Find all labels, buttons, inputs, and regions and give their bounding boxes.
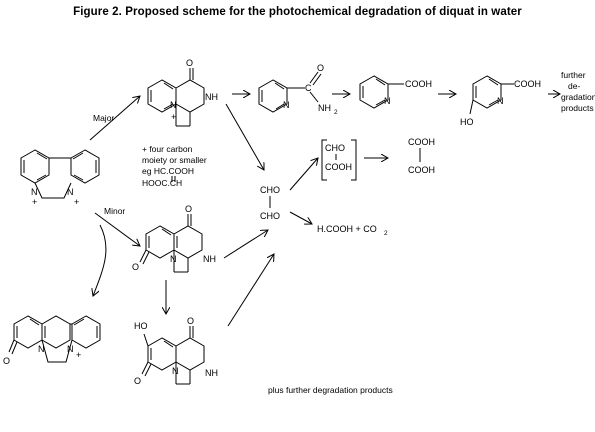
major-arrow xyxy=(89,96,140,141)
four-carbon-line-4: HOOC.CH xyxy=(142,178,182,188)
diquat-n1-label: N xyxy=(31,187,38,197)
oxalic-cooh-2: COOH xyxy=(408,165,435,175)
hydroxy-minor-ho-label: HO xyxy=(134,321,148,331)
diquat-charge-2: + xyxy=(74,197,79,207)
minor-side-arrow xyxy=(93,224,107,296)
four-carbon-line-1: + four carbon xyxy=(142,144,193,154)
minor-label: Minor xyxy=(104,206,125,216)
hydroxy-picolinic-n-label: N xyxy=(497,96,504,106)
glyoxylic-cooh: COOH xyxy=(325,162,352,172)
minor-o2-label: O xyxy=(132,262,139,272)
arrow-hydroxy-to-glyoxal xyxy=(227,254,274,327)
glyoxylic-cho: CHO xyxy=(325,143,345,153)
major-nh-label: NH xyxy=(205,92,218,102)
glyoxal-cho-1: CHO xyxy=(260,185,280,195)
hydroxy-picolinic-cooh-label: COOH xyxy=(514,79,541,89)
hydroxy-minor-nh-label: NH xyxy=(205,368,218,378)
hydroxy-minor-product-structure: HO O O NH N xyxy=(134,316,218,386)
oxalic-acid-structure: COOH COOH xyxy=(408,137,435,175)
glyoxylic-acid-structure: CHO COOH xyxy=(321,139,357,181)
four-carbon-line-2: moiety or smaller xyxy=(142,155,207,165)
minor-product-structure: O O NH N xyxy=(132,204,216,273)
major-charge: + xyxy=(171,112,176,122)
picolinamide-structure: C O NH 2 N xyxy=(258,63,338,116)
dione-charge: + xyxy=(76,350,81,360)
diquat-charge-1: + xyxy=(32,197,37,207)
dione-o-label: O xyxy=(3,356,10,366)
major-product-structure: O NH N + xyxy=(147,58,218,127)
amide-o-label: O xyxy=(317,63,324,73)
amide-nh2-sub: 2 xyxy=(334,109,338,116)
further-line-4: products xyxy=(561,103,594,113)
hydroxy-minor-n-label: N xyxy=(172,366,179,376)
picolinic-n-label: N xyxy=(384,96,391,106)
minor-arrow xyxy=(94,212,140,246)
hydroxy-minor-o1-label: O xyxy=(187,316,194,326)
minor-n-label: N xyxy=(170,254,177,264)
dione-n2-label: N xyxy=(67,344,74,354)
further-line-3: gradation xyxy=(561,92,595,102)
dione-n1-label: N xyxy=(38,344,45,354)
picolinic-acid-structure: COOH N xyxy=(359,75,432,109)
amide-c-label: C xyxy=(305,83,312,93)
diquat-structure: N + N + xyxy=(20,149,100,207)
arrow-minor-to-glyoxal xyxy=(223,230,268,259)
diquat-n2-label: N xyxy=(67,187,74,197)
oxalic-cooh-1: COOH xyxy=(408,137,435,147)
plus-further-label: plus further degradation products xyxy=(268,385,393,395)
arrow-to-glyoxylic xyxy=(289,158,318,191)
figure-title: Figure 2. Proposed scheme for the photoc… xyxy=(73,6,522,18)
amide-n-label: N xyxy=(283,100,290,110)
four-carbon-line-3: eg HC.COOH xyxy=(142,166,194,176)
further-line-1: further xyxy=(561,70,586,80)
formic-co2-sub: 2 xyxy=(384,230,388,237)
minor-nh-label: NH xyxy=(203,254,216,264)
further-line-2: de- xyxy=(568,81,580,91)
major-n-label: N xyxy=(170,100,177,110)
hydroxy-picolinic-ho-label: HO xyxy=(460,117,474,127)
minor-o1-label: O xyxy=(185,204,192,214)
arrow-major-to-glyoxal xyxy=(225,103,264,170)
glyoxal-structure: CHO CHO xyxy=(260,185,280,221)
glyoxal-cho-2: CHO xyxy=(260,211,280,221)
diquat-dione-structure: O N N + xyxy=(3,315,101,366)
amide-nh2-label: NH xyxy=(318,103,331,113)
formic-acid-label: H.COOH + CO xyxy=(317,224,377,234)
major-label: Major xyxy=(93,113,114,123)
major-o-label: O xyxy=(186,58,193,68)
hydroxy-minor-o2-label: O xyxy=(134,376,141,386)
hydroxy-picolinic-structure: COOH N HO xyxy=(460,75,541,127)
arrow-to-formic xyxy=(289,211,312,224)
picolinic-cooh-label: COOH xyxy=(405,79,432,89)
